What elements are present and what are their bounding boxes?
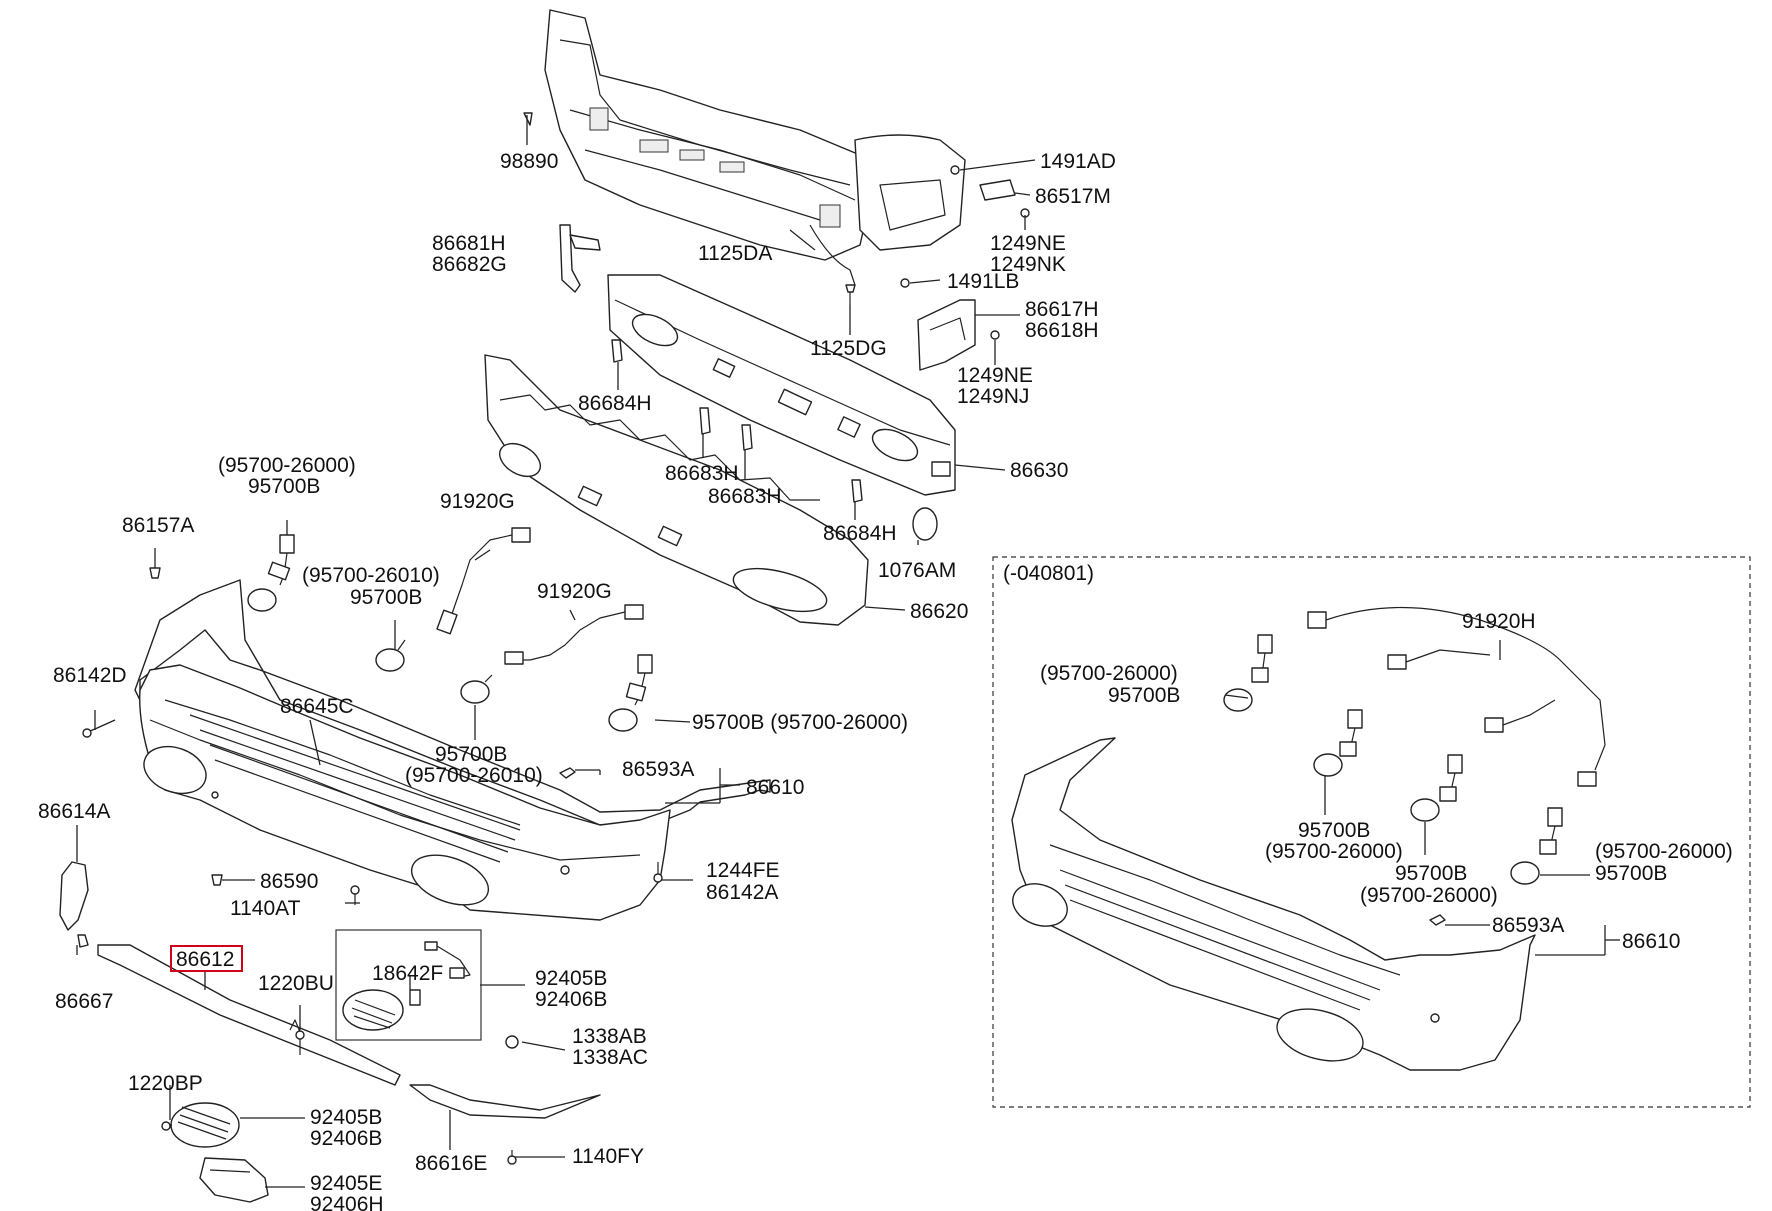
bumper-86645c-drawing xyxy=(134,579,771,921)
callout-86614a[interactable]: 86614A xyxy=(38,800,110,823)
callout-1491lb[interactable]: 1491LB xyxy=(947,270,1019,293)
leader-lines xyxy=(76,115,1751,1188)
callout-1076am[interactable]: 1076AM xyxy=(878,559,956,582)
callout-inset-95700-26000-d[interactable]: (95700-26000) xyxy=(1595,840,1733,863)
callout-95700b-b[interactable]: 95700B xyxy=(350,586,422,609)
callout-1338ac[interactable]: 1338AC xyxy=(572,1046,648,1069)
bracket-86617h-drawing xyxy=(900,278,1000,371)
callout-1249nj[interactable]: 1249NJ xyxy=(957,385,1029,408)
callout-1140fy[interactable]: 1140FY xyxy=(572,1145,644,1168)
callout-86683h-b[interactable]: 86683H xyxy=(708,485,782,508)
callout-95700-26010-b[interactable]: (95700-26010) xyxy=(405,764,543,787)
callout-86620[interactable]: 86620 xyxy=(910,600,968,623)
callout-92406b-a[interactable]: 92406B xyxy=(535,988,607,1011)
callout-92405e[interactable]: 92405E xyxy=(310,1172,382,1195)
callout-86610-a[interactable]: 86610 xyxy=(746,776,804,799)
callout-labels: 98890 1491AD 86517M 86681H 86682G 1125DA… xyxy=(38,150,1733,1211)
callout-86142d[interactable]: 86142D xyxy=(53,664,127,687)
callout-91920g-a[interactable]: 91920G xyxy=(440,490,515,513)
callout-86681h[interactable]: 86681H xyxy=(432,232,506,255)
inset-variant-drawing xyxy=(1011,606,1606,1071)
callout-86682g[interactable]: 86682G xyxy=(432,253,507,276)
callout-86684h-b[interactable]: 86684H xyxy=(823,522,897,545)
callout-1244fe[interactable]: 1244FE xyxy=(706,859,780,882)
callout-86630[interactable]: 86630 xyxy=(1010,459,1068,482)
callout-1338ab[interactable]: 1338AB xyxy=(572,1025,647,1048)
callout-95700-26010-a[interactable]: (95700-26010) xyxy=(302,564,440,587)
callout-86667[interactable]: 86667 xyxy=(55,990,113,1013)
callout-1249ne-mid[interactable]: 1249NE xyxy=(957,364,1033,387)
callout-86645c[interactable]: 86645C xyxy=(280,695,354,718)
clips-drawing xyxy=(611,339,863,503)
callout-86616e[interactable]: 86616E xyxy=(415,1152,487,1175)
callout-92406h[interactable]: 92406H xyxy=(310,1193,384,1211)
callout-1249ne-top[interactable]: 1249NE xyxy=(990,232,1066,255)
callout-86593a-a[interactable]: 86593A xyxy=(622,758,694,781)
callout-1220bu[interactable]: 1220BU xyxy=(258,972,334,995)
callout-1249nk[interactable]: 1249NK xyxy=(990,253,1066,276)
callout-95700b-a[interactable]: 95700B xyxy=(248,475,320,498)
callout-18642f[interactable]: 18642F xyxy=(372,962,443,985)
lower-parts-drawing xyxy=(59,861,601,1203)
callout-inset-95700b-a[interactable]: 95700B xyxy=(1108,684,1180,707)
callout-86142a[interactable]: 86142A xyxy=(706,881,778,904)
callout-86683h-a[interactable]: 86683H xyxy=(665,462,739,485)
callout-95700b-c[interactable]: 95700B (95700-26000) xyxy=(692,711,908,734)
callout-91920h[interactable]: 91920H xyxy=(1462,610,1536,633)
beam-86630-drawing xyxy=(607,274,956,496)
callout-86617h[interactable]: 86617H xyxy=(1025,298,1099,321)
callout-86684h-a[interactable]: 86684H xyxy=(578,392,652,415)
callout-92405b-b[interactable]: 92405B xyxy=(310,1106,382,1129)
callout-95700b-d[interactable]: 95700B xyxy=(435,743,507,766)
callout-92405b-a[interactable]: 92405B xyxy=(535,967,607,990)
callout-inset-95700-26000-b[interactable]: (95700-26000) xyxy=(1265,840,1403,863)
front-frame-drawing xyxy=(523,9,1030,305)
callout-1491ad[interactable]: 1491AD xyxy=(1040,150,1116,173)
callout-1140at[interactable]: 1140AT xyxy=(230,897,301,920)
callout-98890[interactable]: 98890 xyxy=(500,150,558,173)
callout-91920g-b[interactable]: 91920G xyxy=(537,580,612,603)
inset-date-label: (-040801) xyxy=(1003,562,1094,585)
callout-inset-95700-26000-c[interactable]: (95700-26000) xyxy=(1360,884,1498,907)
callout-inset-86593a[interactable]: 86593A xyxy=(1492,914,1564,937)
callout-1220bp[interactable]: 1220BP xyxy=(128,1072,203,1095)
callout-inset-95700b-c[interactable]: 95700B xyxy=(1395,862,1467,885)
callout-92406b-b[interactable]: 92406B xyxy=(310,1127,382,1150)
callout-inset-95700b-b[interactable]: 95700B xyxy=(1298,819,1370,842)
callout-86157a[interactable]: 86157A xyxy=(122,514,194,537)
highlight-box-86612 xyxy=(170,945,243,972)
callout-1125da[interactable]: 1125DA xyxy=(698,242,772,265)
bracket-86681h-drawing xyxy=(559,224,601,293)
absorber-86620-drawing xyxy=(484,354,938,626)
callout-inset-86610[interactable]: 86610 xyxy=(1622,930,1680,953)
callout-86590[interactable]: 86590 xyxy=(260,870,318,893)
callout-inset-95700b-d[interactable]: 95700B xyxy=(1595,862,1667,885)
callout-1125dg[interactable]: 1125DG xyxy=(810,337,887,360)
sensors-left-drawing xyxy=(82,527,663,905)
callout-95700-26000-a[interactable]: (95700-26000) xyxy=(218,454,356,477)
callout-86618h[interactable]: 86618H xyxy=(1025,319,1099,342)
callout-86612[interactable]: 86612 xyxy=(176,948,234,971)
callout-inset-95700-26000-a[interactable]: (95700-26000) xyxy=(1040,662,1178,685)
callout-86517m[interactable]: 86517M xyxy=(1035,185,1111,208)
